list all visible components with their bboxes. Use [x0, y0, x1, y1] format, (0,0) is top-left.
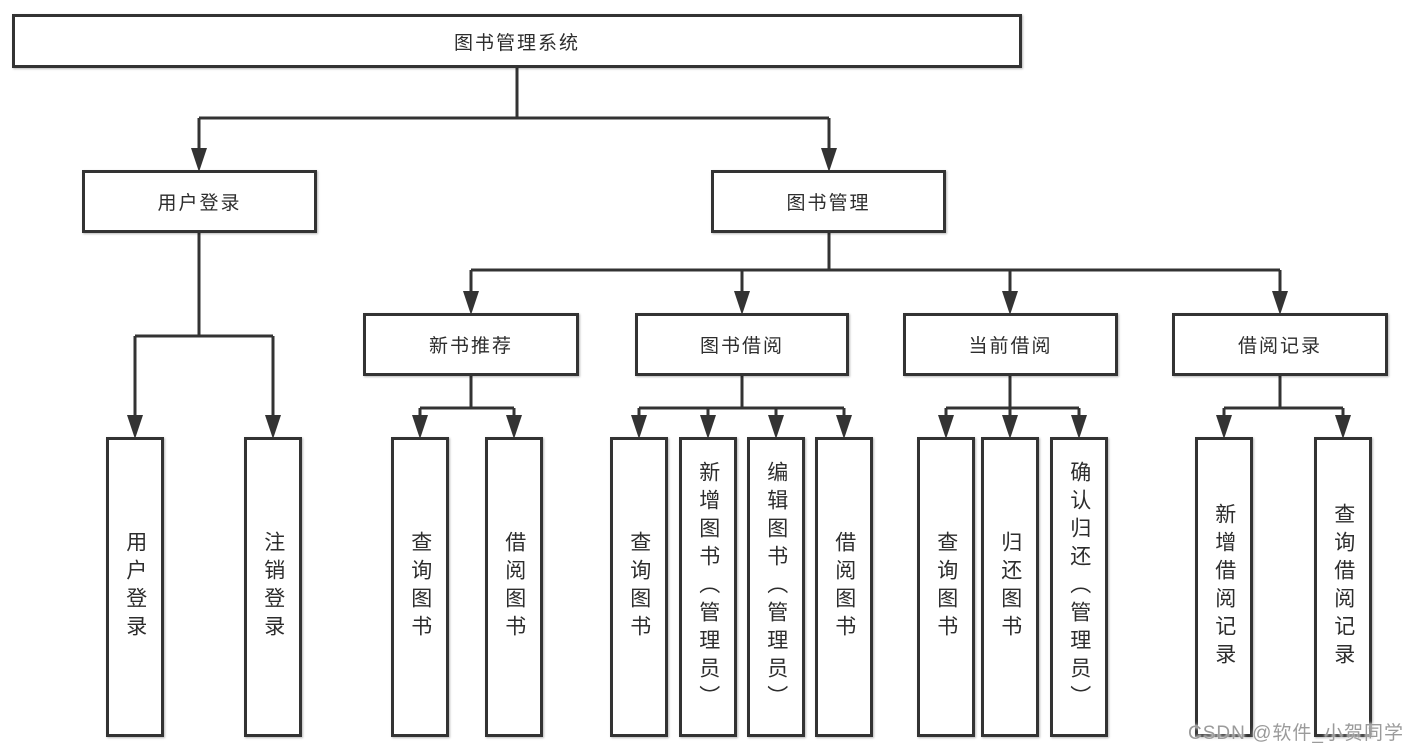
leaf-cb-query-books: 查询图书: [917, 437, 975, 737]
arrowhead: [1335, 415, 1351, 439]
leaf-label: 借阅图书: [502, 531, 526, 643]
leaf-label: 注销登录: [261, 531, 285, 643]
leaf-label: 确认归还（管理员）: [1067, 461, 1091, 713]
arrowhead: [631, 415, 647, 439]
node-user-login: 用户登录: [82, 170, 317, 233]
leaf-label: 归还图书: [998, 531, 1022, 643]
arrowhead: [127, 415, 143, 439]
leaf-cb-return-books: 归还图书: [981, 437, 1039, 737]
leaf-label: 查询图书: [408, 531, 432, 643]
arrowhead: [1071, 415, 1087, 439]
leaf-cb-confirm-return-admin: 确认归还（管理员）: [1050, 437, 1108, 737]
leaf-label: 借阅图书: [832, 531, 856, 643]
connector-book-borrowing: [637, 376, 846, 417]
arrowhead: [1216, 415, 1232, 439]
connector-new-book-recommendation: [418, 376, 516, 417]
arrowhead: [768, 415, 784, 439]
node-root-system: 图书管理系统: [12, 14, 1022, 68]
leaf-label: 查询图书: [934, 531, 958, 643]
connector-book-management: [469, 233, 1282, 293]
leaf-rec-query-books: 查询图书: [391, 437, 449, 737]
node-current-borrowing: 当前借阅: [903, 313, 1118, 376]
arrowhead: [506, 415, 522, 439]
leaf-label: 查询借阅记录: [1331, 503, 1355, 671]
node-book-borrowing: 图书借阅: [635, 313, 849, 376]
leaf-br-query-borrow-record: 查询借阅记录: [1314, 437, 1372, 737]
leaf-bb-query-books: 查询图书: [610, 437, 668, 737]
leaf-label: 用户登录: [123, 531, 147, 643]
arrowhead: [1002, 415, 1018, 439]
leaf-rec-borrow-books: 借阅图书: [485, 437, 543, 737]
arrowhead: [938, 415, 954, 439]
leaf-br-add-borrow-record: 新增借阅记录: [1195, 437, 1253, 737]
node-borrowing-records: 借阅记录: [1172, 313, 1388, 376]
arrowhead: [265, 415, 281, 439]
leaf-label: 编辑图书（管理员）: [764, 461, 788, 713]
node-new-book-recommendation: 新书推荐: [363, 313, 579, 376]
leaf-label: 查询图书: [627, 531, 651, 643]
arrowhead: [700, 415, 716, 439]
connector-borrowing-records: [1222, 376, 1345, 417]
leaf-label: 新增借阅记录: [1212, 503, 1236, 671]
arrowhead: [1002, 291, 1018, 315]
arrowhead: [821, 148, 837, 172]
connector-current-borrowing: [944, 376, 1081, 417]
leaf-label: 新增图书（管理员）: [696, 461, 720, 713]
leaf-user-login: 用户登录: [106, 437, 164, 737]
leaf-bb-add-books-admin: 新增图书（管理员）: [679, 437, 737, 737]
leaf-bb-borrow-books: 借阅图书: [815, 437, 873, 737]
leaf-bb-edit-books-admin: 编辑图书（管理员）: [747, 437, 805, 737]
connector-user-login: [133, 233, 275, 416]
arrowhead: [191, 148, 207, 172]
leaf-logout: 注销登录: [244, 437, 302, 737]
arrowhead: [1272, 291, 1288, 315]
arrowhead: [734, 291, 750, 315]
arrowhead: [412, 415, 428, 439]
arrowhead: [836, 415, 852, 439]
arrowhead: [463, 291, 479, 315]
watermark-text: CSDN @软件_小贺同学: [1188, 723, 1404, 744]
node-book-management: 图书管理: [711, 170, 946, 233]
connector-root: [197, 68, 831, 150]
